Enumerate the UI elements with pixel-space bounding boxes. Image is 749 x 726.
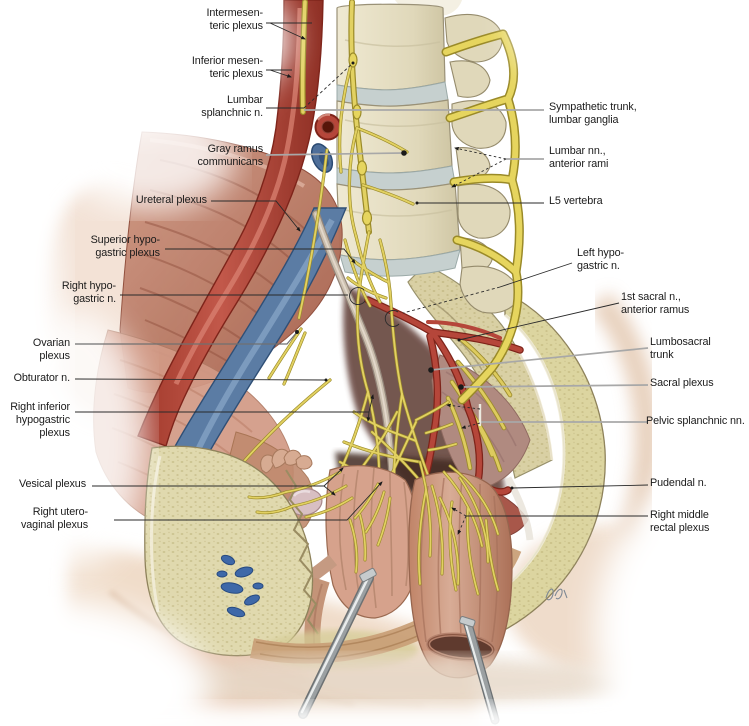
label-lumbar-nn: Lumbar nn., anterior rami [549,145,609,170]
label-superior-hypogastric-plexus: Superior hypo- gastric plexus [90,234,161,259]
cut-common-iliac-vein [310,143,334,173]
label-pelvic-splanchnic-nn: Pelvic splanchnic nn. [646,415,745,427]
label-ureteral-plexus: Ureteral plexus [135,194,207,206]
retractors [298,567,500,725]
cut-common-iliac-artery [314,113,342,141]
label-intermesenteric-plexus: Intermesen- teric plexus [206,7,263,32]
label-first-sacral-n: 1st sacral n., anterior ramus [621,291,690,316]
label-lumbosacral-trunk: Lumbosacral trunk [650,336,711,361]
pubic-bone [144,445,319,657]
nerve-plexus [228,2,519,510]
label-right-middle-rectal-plexus: Right middle rectal plexus [650,509,710,534]
artist-signature [545,588,568,601]
label-right-inferior-hypogastric-plexus: Right inferior hypogastric plexus [10,401,70,439]
label-right-uterovaginal-plexus: Right utero- vaginal plexus [20,506,88,531]
label-l5-vertebra: L5 vertebra [549,195,603,207]
label-vesical-plexus: Vesical plexus [18,478,86,490]
retractor-left [298,567,377,719]
label-sacral-plexus: Sacral plexus [650,377,714,389]
label-inferior-mesenteric-plexus: Inferior mesen- teric plexus [191,55,263,80]
ground-shadow [150,656,630,708]
label-obturator-n: Obturator n. [13,372,71,384]
label-lumbar-splanchnic-n: Lumbar splanchnic n. [201,94,263,119]
sympathetic-ganglia [348,52,373,226]
leader-lines [74,22,649,535]
venous-plexus [216,554,264,618]
label-pudendal-n: Pudendal n. [650,477,707,489]
label-right-hypogastric-n: Right hypo- gastric n. [61,280,116,305]
label-left-hypogastric-n: Left hypo- gastric n. [577,247,625,272]
label-gray-ramus-communicans: Gray ramus communicans [197,143,263,168]
label-sympathetic-trunk: Sympathetic trunk, lumbar ganglia [549,101,637,126]
retractor-right [459,616,500,725]
label-ovarian-plexus: Ovarian plexus [32,337,70,362]
